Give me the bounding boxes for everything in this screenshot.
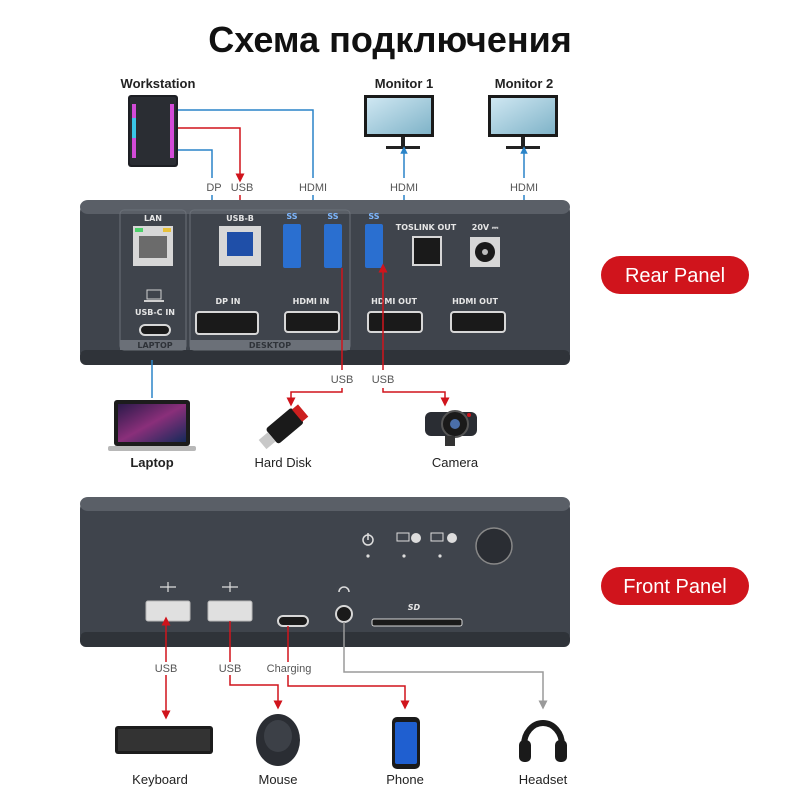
ss-label-2: SS: [327, 212, 338, 221]
cable-label-usb-keyboard: USB: [155, 663, 178, 675]
page-title: Схема подключения: [208, 19, 571, 60]
front-panel-badge-text: Front Panel: [623, 576, 726, 598]
dp-in-port: [195, 311, 259, 335]
cable-label-hdmi-monitor2: HDMI: [510, 182, 538, 194]
group-label-desktop: DESKTOP: [249, 341, 291, 350]
front-usb-icon-2: [222, 582, 238, 592]
workstation-label: Workstation: [121, 76, 196, 91]
monitor1-label: Monitor 1: [375, 76, 434, 91]
cable-usb-mouse: [229, 621, 278, 705]
laptop-small-icon: [144, 289, 164, 302]
cable-label-dp: DP: [206, 182, 221, 194]
front-usb-port-1: [145, 600, 191, 622]
mouse-label: Mouse: [258, 772, 297, 787]
cable-headset: [343, 622, 548, 710]
workstation-icon: [128, 95, 178, 167]
cable-usb-workstation: [178, 127, 245, 183]
phone-icon: [392, 717, 420, 769]
cable-label-usb-hard-disk: USB: [331, 374, 354, 386]
front-usb-icon-1: [160, 582, 176, 592]
hdmi-out2-port: [450, 311, 506, 333]
rear-usb-ports: SS SS SS: [283, 212, 383, 268]
monitor1-icon: [364, 95, 434, 149]
port-label-dp-in: DP IN: [216, 297, 241, 306]
mouse-icon: [256, 714, 300, 766]
switch-button[interactable]: [475, 527, 513, 565]
keyboard-icon: [115, 726, 213, 754]
headset-icon: [519, 720, 567, 762]
sd-label: SD: [408, 603, 421, 612]
usbc-in-port: [139, 324, 171, 336]
hard-disk-icon: [258, 404, 309, 450]
group-label-laptop: LAPTOP: [137, 341, 172, 350]
port-label-toslink: TOSLINK OUT: [396, 223, 457, 232]
desktop-status-indicator-icon: [430, 532, 457, 558]
hdmi-in-port: [284, 311, 340, 333]
hard-disk-label: Hard Disk: [254, 455, 312, 470]
camera-icon: [425, 410, 477, 446]
port-label-usbc-in: USB-C IN: [135, 308, 175, 317]
power-indicator-icon: [362, 533, 374, 558]
cable-label-charging: Charging: [267, 663, 312, 675]
port-label-lan: LAN: [144, 214, 162, 223]
hdmi-out1-port: [367, 311, 423, 333]
port-label-power: 20V ⎓: [472, 223, 499, 232]
laptop-icon: [108, 400, 196, 451]
cable-charging-phone: [287, 626, 405, 705]
rear-panel-badge-text: Rear Panel: [625, 265, 725, 287]
cable-usb-camera: [383, 268, 445, 402]
usb-b-port: [219, 226, 261, 266]
port-label-usb-b: USB-B: [226, 214, 254, 223]
port-label-hdmi-in: HDMI IN: [293, 297, 330, 306]
audio-jack: [335, 605, 353, 623]
rear-panel-badge: [601, 256, 749, 294]
laptop-status-indicator-icon: [396, 532, 421, 558]
keyboard-label: Keyboard: [132, 772, 188, 787]
front-usbc-port: [277, 615, 309, 627]
lan-port: [133, 226, 173, 266]
camera-label: Camera: [432, 455, 479, 470]
cable-label-hdmi: HDMI: [299, 182, 327, 194]
ss-label-3: SS: [368, 212, 379, 221]
ss-label-1: SS: [286, 212, 297, 221]
front-panel: [80, 497, 570, 647]
cable-usb-hard-disk: [291, 268, 343, 402]
cable-label-usb-mouse: USB: [219, 663, 242, 675]
sd-card-slot: [371, 618, 463, 627]
front-panel-badge: [601, 567, 749, 605]
dc-power-port: [470, 237, 500, 267]
monitor2-label: Monitor 2: [495, 76, 554, 91]
toslink-port: [412, 236, 442, 266]
headset-label: Headset: [519, 772, 568, 787]
cable-label-hdmi-monitor1: HDMI: [390, 182, 418, 194]
cable-label-usb: USB: [231, 182, 254, 194]
cable-label-usb-camera: USB: [372, 374, 395, 386]
laptop-label: Laptop: [130, 455, 173, 470]
phone-label: Phone: [386, 772, 424, 787]
monitor2-icon: [488, 95, 558, 149]
front-usb-port-2: [207, 600, 253, 622]
port-label-hdmi-out1: HDMI OUT: [371, 297, 417, 306]
port-label-hdmi-out2: HDMI OUT: [452, 297, 498, 306]
headset-jack-icon: [338, 586, 350, 593]
